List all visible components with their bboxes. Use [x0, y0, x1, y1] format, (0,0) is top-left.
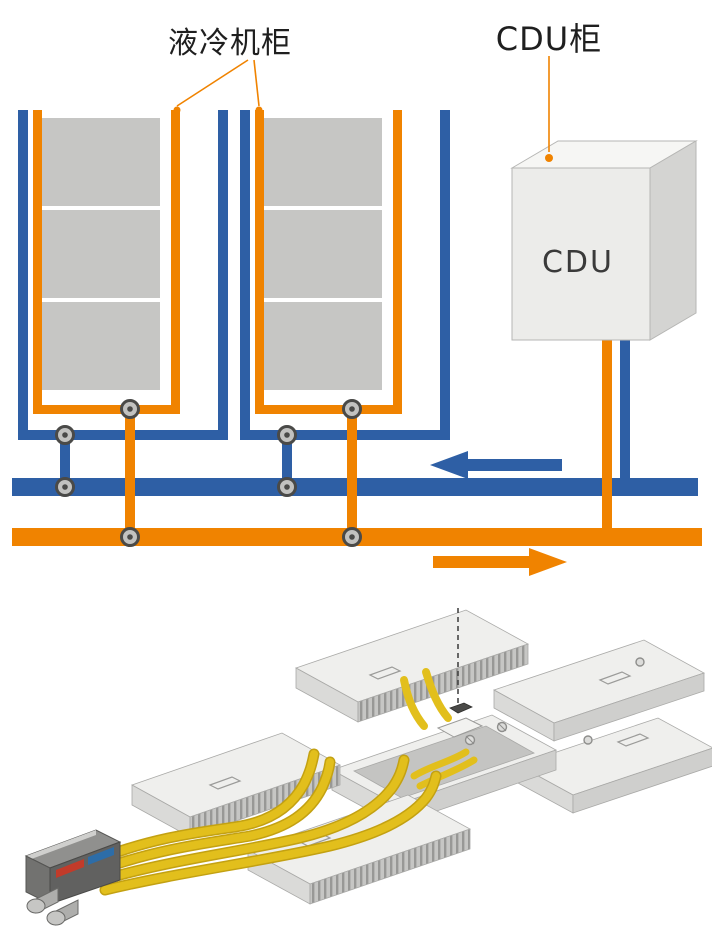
cabinet-1-server-block: [42, 210, 160, 298]
supply-flow-arrow: [430, 451, 562, 479]
cabinet-2-return-pipe-bottom: [255, 405, 402, 414]
cabinet-2-supply-pipe-right: [440, 110, 450, 440]
cabinet-2-return-pipe-right: [393, 110, 402, 414]
cdu-supply-drop: [620, 335, 630, 492]
valves: [55, 399, 362, 547]
cabinet-2-supply-pipe-bottom: [240, 430, 450, 440]
plug-head: [449, 702, 473, 714]
cabinet-1: [18, 110, 228, 540]
bulkhead-connector: [24, 829, 122, 926]
screw: [583, 735, 593, 745]
cabinet-1-supply-pipe-left: [18, 110, 28, 440]
leader-dot: [255, 106, 263, 114]
port-cap: [46, 910, 66, 926]
cabinet-2-server-block: [264, 210, 382, 298]
cabinet-1-return-drop: [125, 405, 135, 540]
liquid-cooled-cabinet-label: 液冷机柜: [168, 26, 292, 61]
module-top-center: [295, 609, 529, 723]
cdu-box-front-face: [511, 167, 651, 341]
valve: [55, 425, 75, 445]
port-cap: [26, 898, 46, 914]
cdu-unit: CDU: [510, 140, 698, 545]
red-mark: [56, 859, 84, 878]
valve: [342, 399, 362, 419]
cabinet-1-supply-pipe-right: [218, 110, 228, 440]
cabinet-1-server-block: [42, 302, 160, 390]
piping-schematic: CDU: [12, 56, 702, 576]
cabinet-1-return-pipe-right: [171, 110, 180, 414]
cdu-return-drop: [602, 335, 612, 545]
port-slot: [598, 671, 632, 685]
blue-mark: [88, 847, 114, 865]
label-leader-lines: [173, 56, 553, 162]
cabinet-2-server-block: [264, 302, 382, 390]
insertion-guide: [436, 608, 484, 738]
valve: [342, 527, 362, 547]
port-slot: [616, 733, 650, 747]
cabinet-2-return-drop: [347, 405, 357, 540]
screw: [635, 657, 645, 667]
port-slot: [368, 666, 402, 680]
cabinet-1-supply-pipe-bottom: [18, 430, 228, 440]
cdu-box-side-face: [649, 140, 697, 341]
cabinet-2-server-block: [264, 118, 382, 206]
port-slot: [208, 776, 242, 790]
cabinet-2-supply-drop: [282, 430, 292, 490]
cdu-box-label: CDU: [542, 245, 614, 280]
coldplate-illustration: [24, 608, 712, 926]
cabinet-1-return-pipe-left: [33, 110, 42, 414]
cabinet-1-supply-drop: [60, 430, 70, 490]
cabinet-1-return-pipe-bottom: [33, 405, 180, 414]
tray-tube: [410, 748, 470, 780]
valve: [277, 425, 297, 445]
quick-connector-block: [436, 717, 484, 738]
cabinet-2-supply-pipe-left: [240, 110, 250, 440]
tray-tube: [416, 756, 478, 790]
cabinet-2: [240, 110, 450, 540]
valve: [277, 477, 297, 497]
coolant-hoses: [90, 668, 452, 896]
leader-dot: [545, 154, 553, 162]
cabinet-1-server-block: [42, 118, 160, 206]
hose: [98, 756, 408, 884]
hose: [422, 668, 452, 722]
leader-dot: [173, 106, 181, 114]
valve: [55, 477, 75, 497]
connector-rim: [26, 830, 96, 861]
hose: [101, 772, 440, 894]
return-flow-arrow: [433, 548, 567, 576]
cdu-cabinet-label: CDU柜: [495, 20, 603, 58]
valve: [120, 527, 140, 547]
hose: [95, 758, 334, 874]
cabinet-2-return-pipe-left: [255, 110, 264, 414]
valve: [120, 399, 140, 419]
hose: [400, 676, 428, 730]
module-top-right: [493, 639, 705, 742]
hose: [92, 750, 318, 864]
